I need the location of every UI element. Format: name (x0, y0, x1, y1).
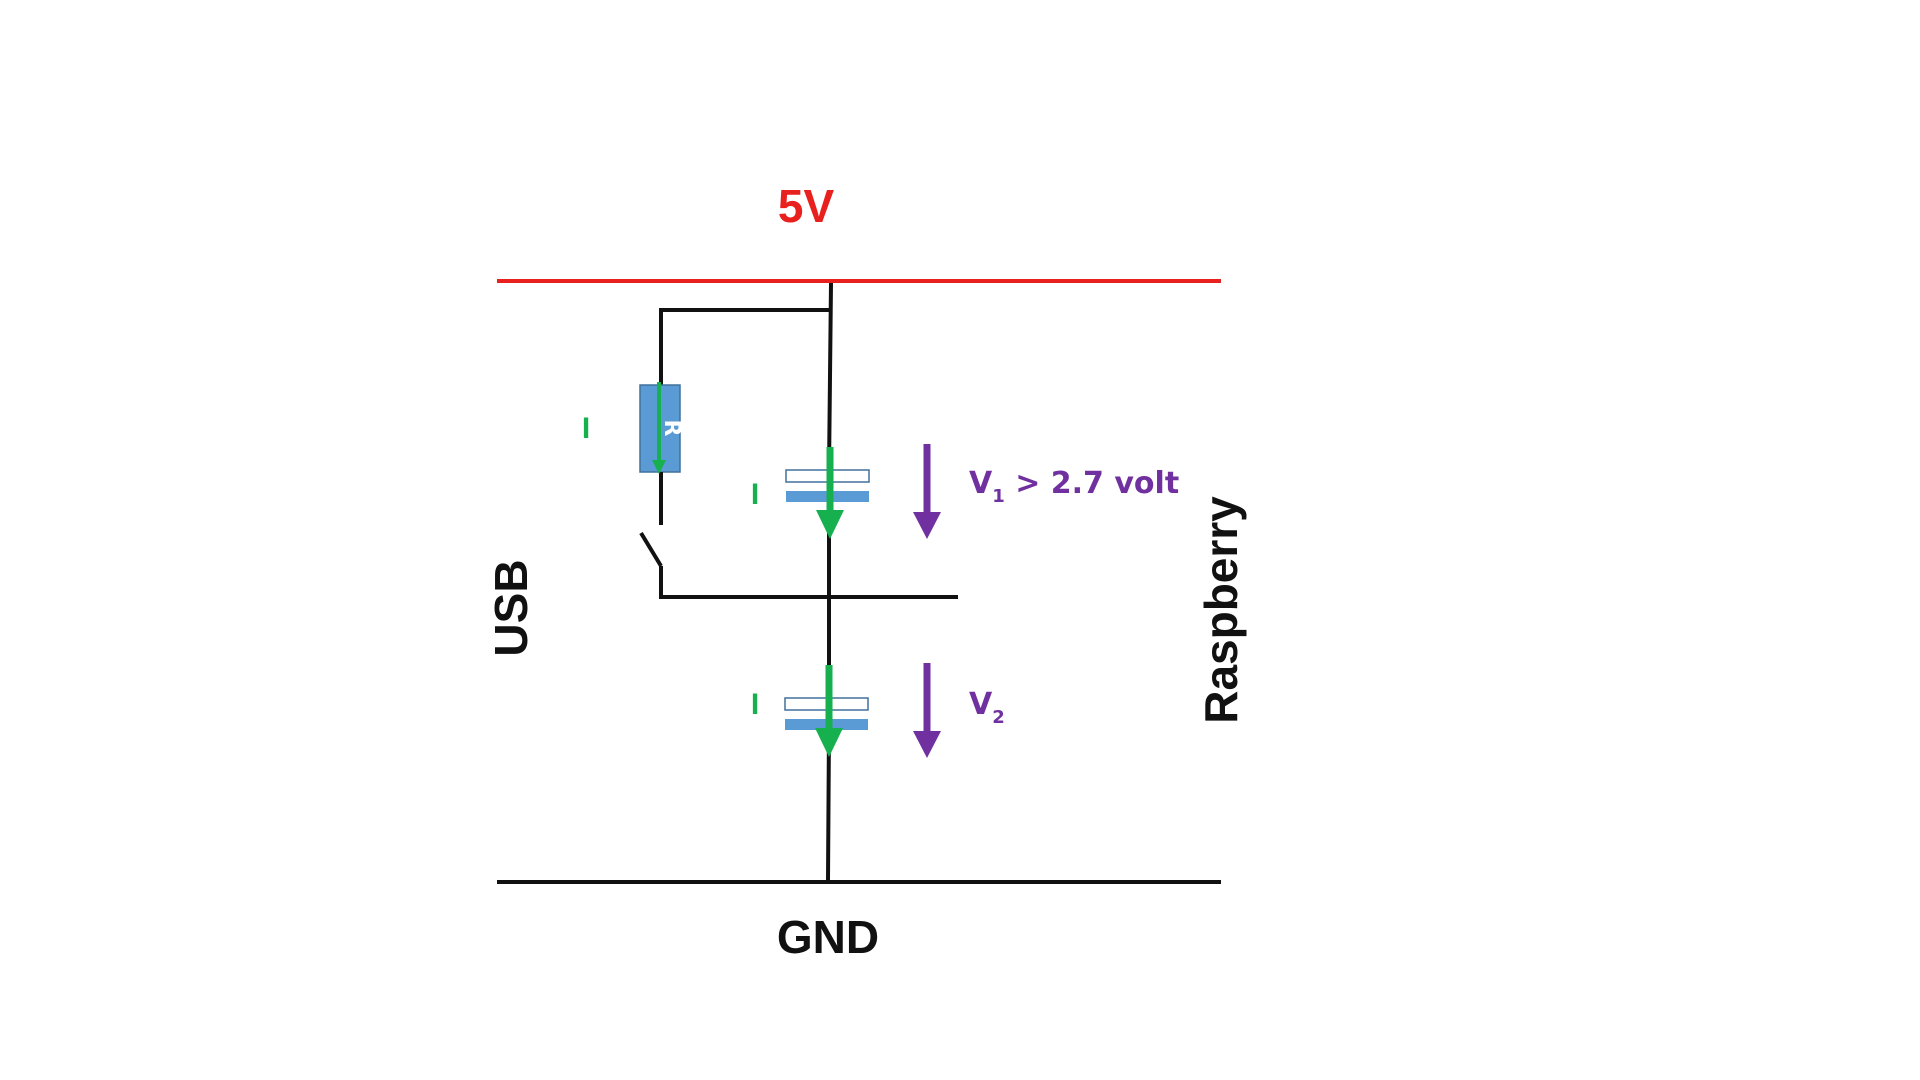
current-arrow-capacitor-1 (816, 447, 844, 539)
current-arrow-capacitor-2 (815, 665, 843, 757)
resistor-label: R (659, 420, 684, 437)
current-label-resistor: I (582, 412, 590, 445)
resistor-branch-wire (659, 308, 829, 385)
voltage-label-v2: V2 (969, 687, 1005, 728)
current-label-capacitor-2: I (751, 688, 759, 721)
raspberry-label: Raspberry (1195, 496, 1247, 724)
voltage-label-v1: V1 > 2.7 volt (969, 466, 1179, 507)
current-label-capacitor-1: I (751, 478, 759, 511)
voltage-arrow-v2 (913, 663, 941, 758)
supply-label: 5V (778, 180, 835, 232)
usb-label: USB (485, 559, 537, 656)
switch-lever (639, 531, 663, 568)
ground-label: GND (777, 911, 879, 963)
current-arrow-resistor (652, 382, 666, 474)
main-wire-top (827, 282, 833, 471)
switch-return-wire (659, 566, 958, 599)
voltage-arrow-v1 (913, 444, 941, 539)
